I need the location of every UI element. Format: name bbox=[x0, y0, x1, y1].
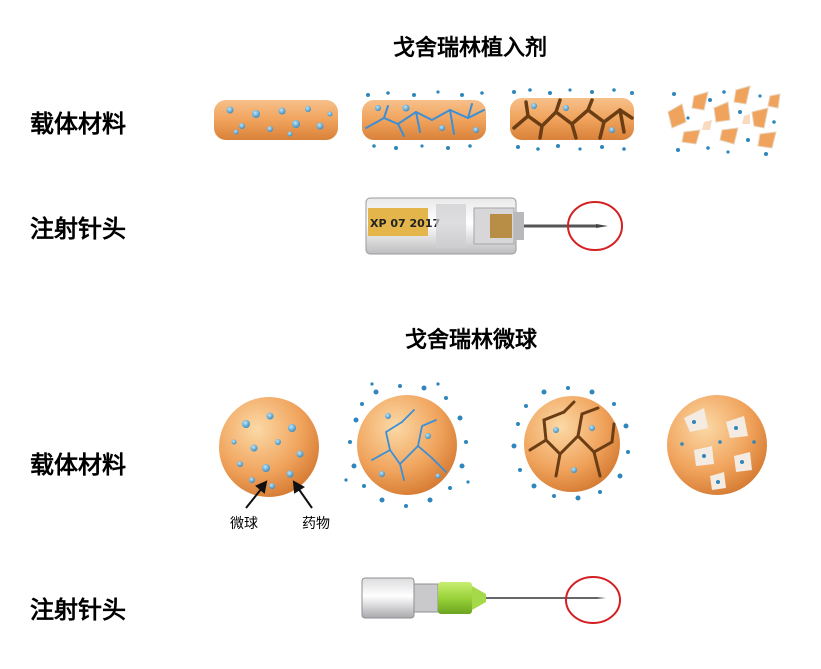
microsphere-hydrated bbox=[344, 382, 470, 508]
implant-rod-intact bbox=[214, 100, 338, 140]
implant-syringe: XP 07 2017 bbox=[365, 197, 608, 255]
microsphere-fragmented bbox=[667, 395, 767, 495]
implant-rod-hydrated bbox=[362, 90, 486, 150]
microsphere-title: 戈舍瑞林微球 bbox=[405, 328, 538, 353]
syringe-label-text: XP 07 2017 bbox=[370, 217, 440, 230]
implant-rod-fragmented bbox=[667, 85, 781, 156]
implant-needle-label: 注射针头 bbox=[30, 215, 126, 243]
callout-arrows bbox=[245, 480, 313, 509]
microsphere-needle-label: 注射针头 bbox=[30, 596, 126, 624]
microsphere-intact bbox=[219, 397, 319, 497]
microsphere-cracking bbox=[511, 386, 630, 501]
implant-rod-cracking bbox=[510, 88, 634, 151]
microsphere-syringe bbox=[361, 577, 606, 619]
implant-carrier-label: 载体材料 bbox=[30, 110, 126, 138]
implant-title: 戈舍瑞林植入剂 bbox=[393, 36, 548, 61]
microsphere-callout-label: 微球 bbox=[230, 516, 258, 532]
microsphere-carrier-label: 载体材料 bbox=[30, 451, 126, 479]
drug-callout-label: 药物 bbox=[302, 516, 330, 532]
implant-needle-highlight bbox=[567, 201, 623, 251]
microsphere-needle-highlight bbox=[565, 576, 621, 624]
